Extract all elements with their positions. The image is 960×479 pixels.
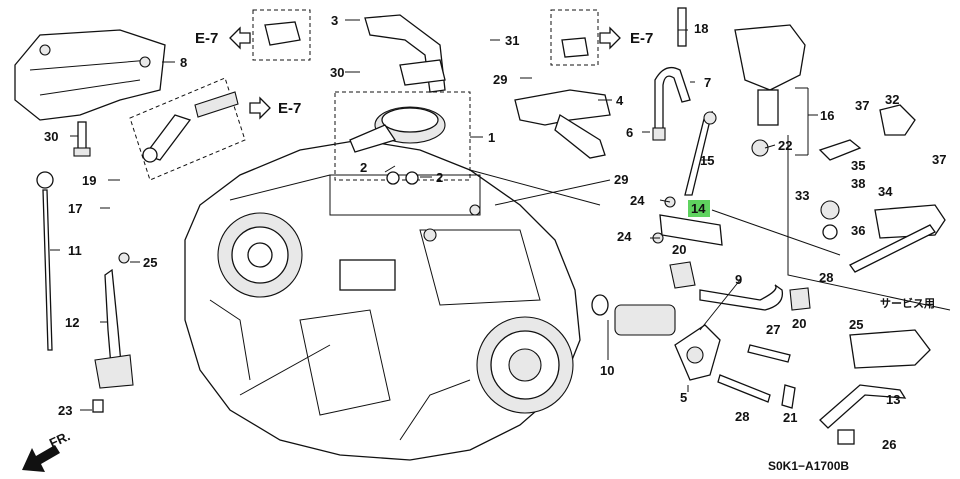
ref-e7-label-1: E-7 [195,30,218,47]
callouts: 1 2 2 3 4 5 6 7 8 9 10 11 12 13 14 15 16… [44,13,946,452]
callout-5: 5 [680,390,687,405]
callout-28b: 28 [735,409,749,424]
valve-assembly-16 [677,7,809,157]
arrow-left-icon [229,26,251,50]
callout-11: 11 [68,243,82,258]
bracket-8 [14,29,166,121]
callout-21: 21 [783,410,797,425]
highlight-box [688,200,710,217]
callout-24b: 24 [617,229,632,244]
callout-29b: 29 [493,72,507,87]
callout-1: 1 [488,130,495,145]
bracket-3-group [252,9,446,93]
callout-25b: 25 [849,317,863,332]
ref-e7-label-3: E-7 [278,100,301,117]
callout-24a: 24 [630,193,645,208]
ref-e7-right-top: E-7 [599,26,653,50]
callout-28a: 28 [819,270,833,285]
ref-e7-label-2: E-7 [630,30,653,47]
callout-23: 23 [58,403,72,418]
callout-37a: 37 [855,98,869,113]
callout-37b: 37 [932,152,946,167]
callout-33: 33 [795,188,809,203]
callout-26: 26 [882,437,896,452]
filter-10 [591,294,676,336]
callout-2b: 2 [436,170,443,185]
shift-cable-group [129,77,246,181]
callout-14: 14 [691,201,706,216]
bolts-lower-right [717,344,796,409]
callout-3: 3 [331,13,338,28]
callout-20b: 20 [792,316,806,331]
callout-29a: 29 [614,172,628,187]
pulse-generator-group [334,91,471,185]
callout-30b: 30 [44,129,58,144]
callout-12: 12 [65,315,79,330]
callout-4: 4 [616,93,624,108]
ref-e7-middle: E-7 [249,96,301,120]
callout-31: 31 [505,33,519,48]
callout-20a: 20 [672,242,686,257]
callout-22: 22 [778,138,792,153]
callout-16: 16 [820,108,834,123]
callout-10: 10 [600,363,614,378]
callout-17: 17 [68,201,82,216]
callout-15: 15 [700,153,714,168]
arrow-down-left-icon [22,445,60,472]
callout-18: 18 [694,21,708,36]
callout-34: 34 [878,184,893,199]
dipstick-group [36,171,134,413]
shift-lever-14 [652,196,723,246]
callout-2a: 2 [360,160,367,175]
bracket-4-group [514,9,611,159]
arrow-right-icon [599,26,621,50]
callout-9: 9 [735,272,742,287]
callout-6: 6 [626,125,633,140]
callout-25a: 25 [143,255,157,270]
cable-15 [684,110,717,196]
callout-32: 32 [885,92,899,107]
callout-38: 38 [851,176,865,191]
callout-27: 27 [766,322,780,337]
hose-9 [669,261,811,311]
callout-19: 19 [82,173,96,188]
bolt-30-left [73,121,91,157]
callout-7: 7 [704,75,711,90]
transmission-case [184,139,581,461]
diagram-code: S0K1−A1700B [768,459,849,473]
shift-linkage-right [787,104,951,445]
front-label: FR. [47,428,72,450]
hose-7 [652,66,691,141]
callout-35: 35 [851,158,865,173]
arrow-right-icon [249,96,271,120]
service-note-text: サービス用 [880,296,935,310]
leader-lines [50,19,841,411]
callout-13: 13 [886,392,900,407]
ref-e7-left: E-7 [195,26,251,50]
housing-5 [674,324,721,381]
front-indicator: FR. [22,428,72,472]
callout-30a: 30 [330,65,344,80]
callout-36: 36 [851,223,865,238]
service-note: サービス用 [880,296,935,310]
callout-8: 8 [180,55,187,70]
